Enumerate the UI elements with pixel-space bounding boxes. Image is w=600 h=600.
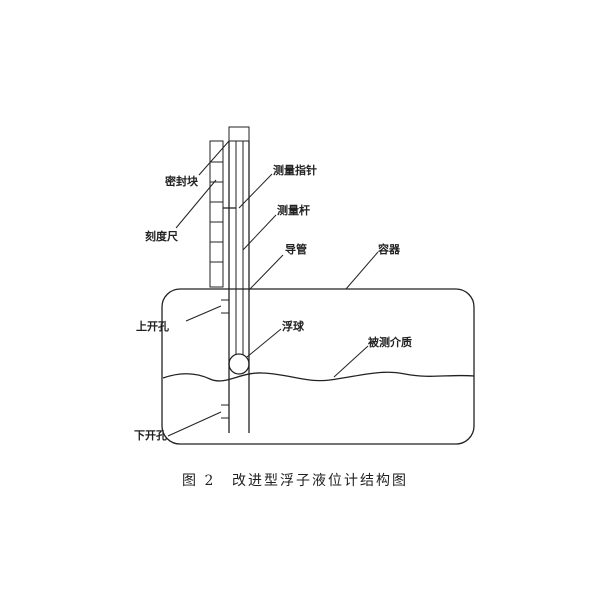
label-lower-hole: 下开孔	[134, 429, 167, 442]
label-pointer: 测量指针	[273, 163, 317, 177]
label-seal-block: 密封块	[165, 174, 199, 188]
container-vessel	[161, 288, 475, 445]
label-scale: 刻度尺	[145, 229, 178, 243]
caption-title: 改进型浮子液位计结构图	[232, 473, 408, 489]
scale-ruler	[209, 140, 224, 288]
leader-lines	[167, 140, 379, 437]
label-upper-hole: 上开孔	[136, 319, 169, 333]
caption-figure-number: 图 2	[182, 473, 215, 489]
upper-hole-marker	[221, 299, 229, 314]
float-ball	[228, 353, 250, 375]
measuring-rod	[235, 141, 244, 355]
label-guide-tube: 导管	[285, 242, 307, 256]
label-medium: 被测介质	[368, 335, 412, 349]
label-rod: 测量杆	[277, 203, 310, 217]
label-container: 容器	[377, 242, 401, 256]
seal-block	[228, 126, 250, 142]
lower-hole-marker	[221, 404, 229, 419]
guide-tube	[228, 141, 250, 433]
liquid-surface-wave	[162, 371, 475, 382]
label-float-ball: 浮球	[282, 319, 305, 333]
